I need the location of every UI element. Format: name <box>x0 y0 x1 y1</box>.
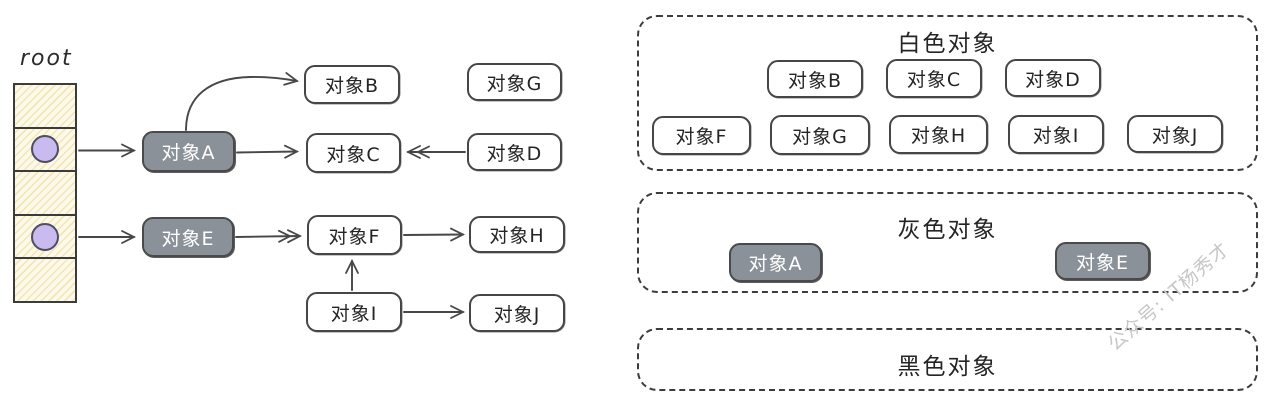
object-node-G: 对象G <box>467 63 562 101</box>
object-chip-J: 对象J <box>1127 115 1223 153</box>
object-chip-D: 对象D <box>1005 59 1101 97</box>
object-chip-B: 对象B <box>767 60 863 98</box>
arrow-A-to-C <box>236 152 297 153</box>
object-chip-A: 对象A <box>729 243 822 282</box>
stack-cell-3 <box>15 170 75 214</box>
object-label: 对象B <box>324 75 380 97</box>
object-node-C: 对象C <box>306 133 401 173</box>
pointer-dot-icon <box>31 222 59 251</box>
pointer-dot-icon <box>31 135 59 164</box>
object-chip-C: 对象C <box>886 59 982 98</box>
gray-objects-panel: 灰色对象 对象A 对象E <box>637 192 1258 293</box>
object-node-A: 对象A <box>142 131 235 172</box>
object-label: 对象F <box>328 225 381 248</box>
object-node-J: 对象J <box>469 294 565 332</box>
object-label: 对象H <box>910 125 967 147</box>
object-label: 对象I <box>1032 125 1080 147</box>
object-label: 对象E <box>1075 251 1129 274</box>
object-node-I: 对象I <box>306 292 402 332</box>
object-label: 对象J <box>493 303 541 326</box>
black-objects-panel: 黑色对象 <box>637 328 1258 391</box>
object-label: 对象D <box>486 142 543 165</box>
object-label: 对象G <box>486 72 543 95</box>
arrow-E-to-F <box>235 236 300 237</box>
object-node-E: 对象E <box>142 217 234 257</box>
stack-cell-5 <box>15 257 75 301</box>
object-chip-F: 对象F <box>652 116 751 155</box>
panel-title: 灰色对象 <box>897 217 998 243</box>
object-chip-H: 对象H <box>889 115 988 154</box>
root-stack <box>13 83 77 303</box>
white-objects-panel: 白色对象 对象B 对象C 对象D 对象F 对象G 对象H 对象I 对象J <box>637 15 1258 171</box>
object-label: 对象H <box>489 225 545 247</box>
stack-cell-4 <box>15 213 75 258</box>
arrow-F-to-H <box>403 235 463 236</box>
object-node-D: 对象D <box>467 133 562 171</box>
arrow-A-to-B <box>185 77 297 131</box>
object-label: 对象C <box>326 143 381 166</box>
object-label: 对象I <box>330 302 378 325</box>
object-node-F: 对象F <box>307 215 402 255</box>
object-label: 对象A <box>161 142 216 164</box>
object-node-B: 对象B <box>304 65 400 104</box>
object-node-H: 对象H <box>469 216 565 253</box>
object-label: 对象F <box>675 126 728 148</box>
stack-cell-2 <box>15 126 75 171</box>
object-label: 对象D <box>1025 68 1081 91</box>
panel-title: 白色对象 <box>897 31 998 57</box>
object-label: 对象G <box>792 125 848 148</box>
object-chip-E: 对象E <box>1055 242 1150 280</box>
object-label: 对象B <box>787 69 843 92</box>
stack-cell-1 <box>15 85 75 127</box>
object-label: 对象C <box>906 69 962 91</box>
panel-title: 黑色对象 <box>897 354 998 380</box>
object-label: 对象E <box>161 227 215 250</box>
object-label: 对象J <box>1151 124 1199 147</box>
object-label: 对象A <box>748 253 803 275</box>
object-chip-I: 对象I <box>1008 115 1104 154</box>
root-label: root <box>20 46 73 71</box>
object-chip-G: 对象G <box>770 115 870 155</box>
